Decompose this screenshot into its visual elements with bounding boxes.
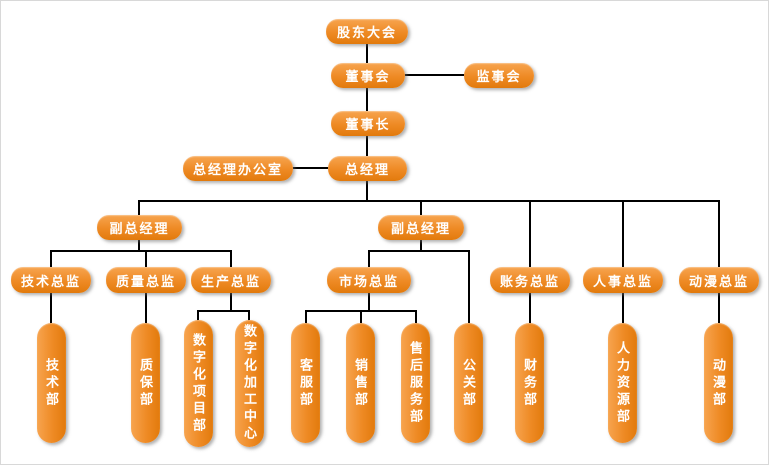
connector-line (230, 250, 232, 268)
node-animation-dept: 动漫部 (704, 323, 733, 443)
node-accounting-director: 账务总监 (490, 267, 570, 293)
connector-line (420, 200, 422, 216)
connector-line (368, 250, 470, 252)
connector-line (415, 310, 417, 324)
node-animation-director: 动漫总监 (679, 267, 759, 293)
connector-line (197, 310, 199, 322)
node-deputy-gm-mid: 副总经理 (378, 215, 464, 240)
connector-line (248, 310, 250, 322)
node-chairman: 董事长 (331, 111, 405, 136)
connector-line (145, 293, 147, 324)
connector-line (366, 43, 368, 64)
connector-line (368, 250, 370, 268)
connector-line (305, 310, 307, 324)
node-supervisory: 监事会 (464, 63, 534, 88)
connector-line (366, 87, 368, 112)
node-hr-director: 人事总监 (583, 267, 663, 293)
node-qa-dept: 质保部 (131, 323, 160, 443)
connector-line (366, 135, 368, 157)
connector-line (138, 200, 720, 202)
node-pr-dept: 公关部 (454, 323, 483, 443)
node-gm: 总经理 (328, 156, 407, 181)
node-market-director: 市场总监 (327, 267, 411, 293)
connector-line (292, 167, 329, 169)
node-board: 董事会 (331, 63, 405, 88)
node-customer-service-dept: 客服部 (291, 323, 320, 443)
connector-line (360, 310, 362, 324)
node-tech-dept: 技术部 (37, 323, 66, 443)
connector-line (305, 310, 417, 312)
node-gm-office: 总经理办公室 (183, 156, 293, 181)
connector-line (145, 250, 147, 268)
connector-line (197, 310, 250, 312)
connector-line (366, 180, 368, 202)
node-finance-dept: 财务部 (515, 323, 544, 443)
node-digital-project-dept: 数字化项目部 (184, 320, 213, 447)
connector-line (420, 239, 422, 252)
connector-line (138, 200, 140, 216)
connector-line (50, 293, 52, 324)
node-deputy-gm-left: 副总经理 (97, 215, 182, 240)
connector-line (718, 293, 720, 324)
node-hr-dept: 人力资源部 (608, 323, 637, 443)
connector-line (138, 239, 140, 252)
node-after-sales-dept: 售后服务部 (401, 323, 430, 443)
connector-line (622, 200, 624, 268)
node-production-director: 生产总监 (191, 267, 271, 293)
node-sales-dept: 销售部 (346, 323, 375, 443)
connector-line (230, 293, 232, 312)
connector-line (50, 250, 52, 268)
node-tech-director: 技术总监 (11, 267, 91, 293)
connector-line (368, 293, 370, 312)
connector-line (718, 200, 720, 268)
connector-line (529, 293, 531, 324)
connector-line (404, 74, 465, 76)
node-digital-processing-center: 数字化加工中心 (235, 320, 264, 447)
connector-line (50, 250, 232, 252)
connector-line (468, 250, 470, 324)
connector-line (529, 200, 531, 268)
node-quality-director: 质量总监 (106, 267, 186, 293)
node-shareholders: 股东大会 (326, 19, 408, 44)
connector-line (622, 293, 624, 324)
